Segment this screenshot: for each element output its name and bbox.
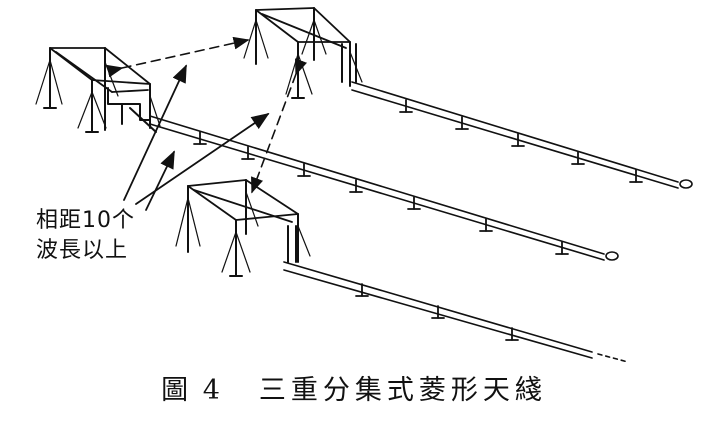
annotation-arrows	[123, 64, 270, 211]
figure-title: 三重分集式菱形天綫	[258, 375, 547, 406]
spacing-annotation-line-2: 波長以上	[36, 238, 129, 263]
antenna-b-terminal	[341, 43, 357, 83]
rhombic-antenna-b	[243, 7, 363, 99]
figure-number: 圖 4	[161, 375, 223, 406]
spacing-dashed-lines	[106, 36, 308, 194]
figure-caption: 圖 4 三重分集式菱形天綫	[0, 368, 708, 407]
antenna-b-rhombus-wire	[255, 7, 351, 49]
antenna-c-masts	[187, 179, 299, 277]
antenna-c-rhombus-wire	[187, 179, 299, 223]
rhombic-antenna-c	[175, 179, 311, 277]
antenna-a-feed-block	[107, 87, 157, 133]
rhombic-antenna-a	[35, 47, 161, 133]
spacing-annotation-line-1: 相距10个	[36, 208, 135, 233]
feeder-line-b	[351, 81, 693, 189]
feeder-line-c	[283, 261, 629, 363]
antenna-c-terminal	[287, 225, 297, 263]
feeder-line-b-supports	[399, 99, 643, 183]
antenna-a-rhombus-wire	[49, 47, 151, 93]
antenna-c-guy-wires	[175, 191, 311, 273]
feeder-line-a	[149, 115, 619, 261]
feeder-line-c-supports	[355, 283, 519, 341]
